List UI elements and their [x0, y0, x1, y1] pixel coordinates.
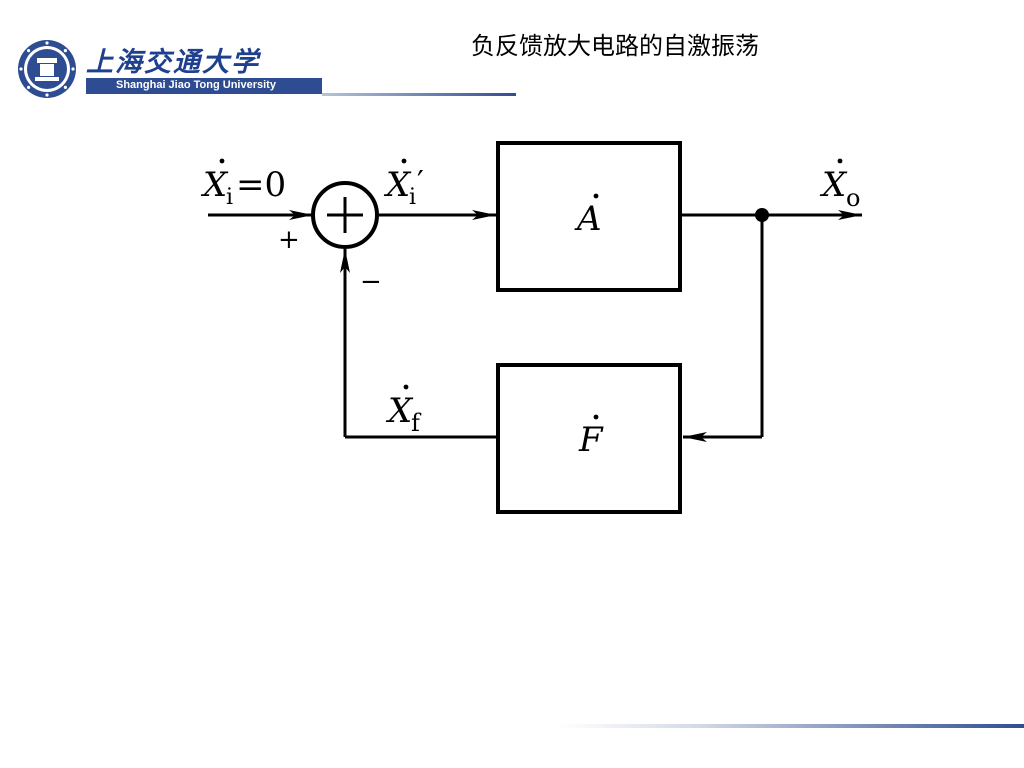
svg-text:X: X: [385, 391, 414, 431]
error-signal-label: X i ′: [383, 158, 424, 210]
plus-sign: +: [278, 225, 300, 255]
output-signal-label: X o: [819, 158, 860, 212]
input-signal-label: X i =0: [200, 158, 286, 210]
minus-sign: −: [360, 267, 382, 297]
svg-text:′: ′: [417, 165, 424, 200]
svg-text:F: F: [578, 420, 604, 460]
footer-divider: [560, 724, 1024, 728]
svg-text:X: X: [200, 165, 229, 205]
svg-text:i: i: [226, 185, 233, 210]
university-name-english: Shanghai Jiao Tong University: [116, 79, 276, 91]
header-divider: [322, 93, 516, 96]
svg-text:=0: =0: [236, 165, 286, 205]
svg-text:o: o: [846, 184, 860, 212]
svg-text:X: X: [819, 165, 848, 205]
university-emblem-icon: [18, 40, 76, 98]
svg-text:f: f: [411, 409, 422, 437]
feedback-signal-label: X f: [385, 384, 422, 437]
summing-junction: [311, 181, 379, 249]
svg-text:A: A: [574, 199, 602, 239]
svg-text:i: i: [409, 185, 416, 210]
svg-text:X: X: [383, 165, 412, 205]
slide-title: 负反馈放大电路的自激振荡: [471, 32, 759, 60]
university-name-chinese: 上海交通大学: [86, 47, 260, 78]
feedback-factor-label: F: [578, 414, 604, 460]
logo-band: [86, 78, 322, 94]
amplifier-label: A: [574, 193, 602, 239]
